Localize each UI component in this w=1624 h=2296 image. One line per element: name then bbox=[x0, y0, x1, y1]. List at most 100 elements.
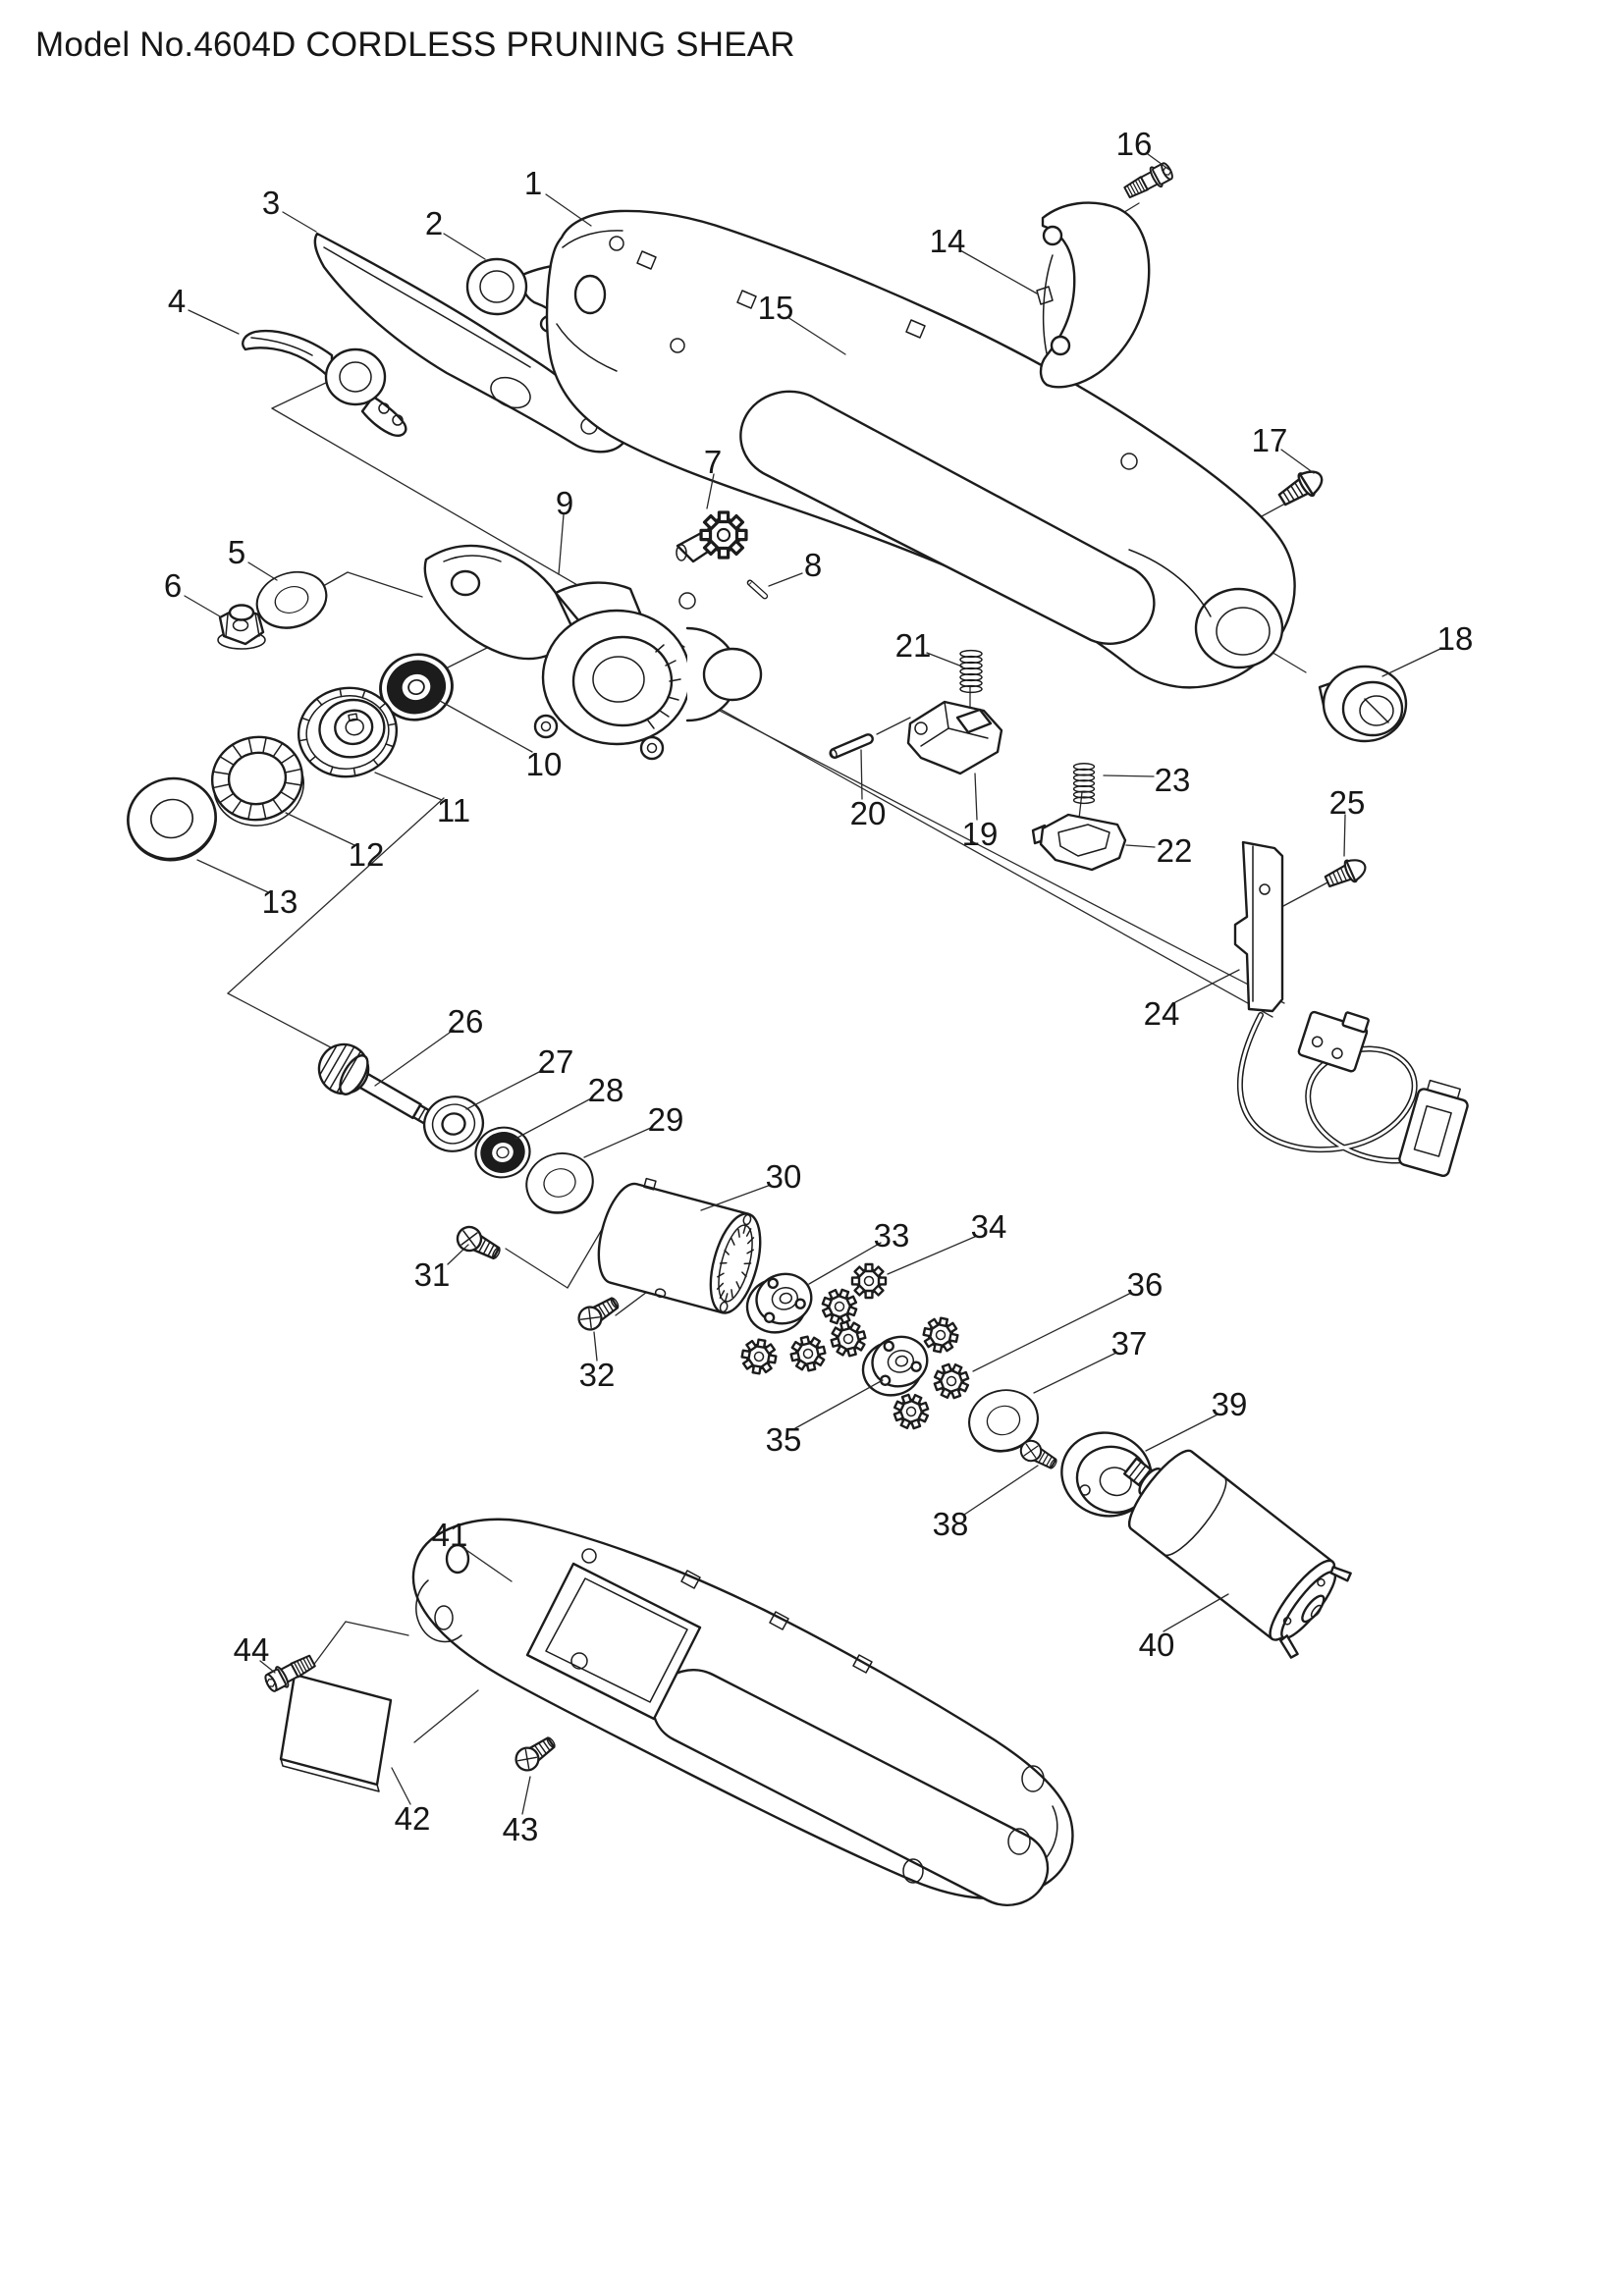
part-number-label: 28 bbox=[588, 1072, 624, 1108]
part-number-label: 12 bbox=[349, 836, 385, 873]
part-number-label: 4 bbox=[168, 283, 186, 319]
part-12-serrated-washer bbox=[210, 735, 304, 827]
part-number-label: 14 bbox=[930, 223, 966, 259]
part-number-label: 3 bbox=[262, 185, 280, 221]
part-number-label: 16 bbox=[1116, 126, 1153, 162]
leader-line bbox=[786, 316, 846, 355]
leader-line bbox=[1145, 1414, 1218, 1452]
part-number-label: 38 bbox=[933, 1506, 969, 1542]
leader-line bbox=[1381, 647, 1443, 677]
part-number-label: 29 bbox=[648, 1101, 684, 1138]
part-number-label: 30 bbox=[766, 1158, 802, 1195]
part-number-label: 37 bbox=[1111, 1325, 1148, 1362]
leader-line bbox=[876, 717, 911, 735]
part-number-label: 27 bbox=[538, 1043, 574, 1080]
part-number-label: 13 bbox=[262, 883, 298, 920]
part-29-flat-washer bbox=[518, 1145, 602, 1223]
part-number-label: 35 bbox=[766, 1421, 802, 1458]
leader-line bbox=[374, 772, 443, 801]
part-number-label: 36 bbox=[1127, 1266, 1164, 1303]
page-title: Model No.4604D CORDLESS PRUNING SHEAR bbox=[35, 26, 795, 64]
leader-line bbox=[285, 812, 355, 846]
leader-line bbox=[465, 1069, 544, 1110]
leader-line bbox=[1174, 969, 1240, 1003]
part-number-label: 8 bbox=[804, 547, 822, 583]
part-25-screw bbox=[1322, 853, 1371, 893]
part-number-label: 10 bbox=[526, 746, 563, 782]
leader-line bbox=[1343, 814, 1346, 857]
part-number-label: 18 bbox=[1437, 620, 1474, 657]
leader-line bbox=[1078, 791, 1083, 820]
part-13-flat-washer bbox=[119, 769, 226, 871]
leader-line bbox=[1280, 449, 1315, 474]
part-35-planet-carrier bbox=[855, 1329, 936, 1403]
leader-line bbox=[184, 595, 221, 617]
part-number-label: 31 bbox=[414, 1256, 451, 1293]
part-labels: 1234567891011121314151617181920212223242… bbox=[164, 126, 1474, 1847]
leader-line bbox=[808, 1242, 882, 1285]
leader-line bbox=[1147, 153, 1170, 171]
part-number-label: 39 bbox=[1212, 1386, 1248, 1422]
leader-line bbox=[282, 211, 317, 233]
leader-line bbox=[926, 652, 963, 667]
leader-line bbox=[374, 1029, 455, 1087]
part-number-label: 41 bbox=[432, 1517, 468, 1553]
leader-line bbox=[887, 1235, 978, 1275]
leader-line bbox=[1125, 844, 1156, 848]
leader-line bbox=[1163, 1593, 1229, 1632]
leader-line bbox=[974, 773, 978, 821]
leader-line bbox=[1282, 881, 1330, 907]
leader-line bbox=[860, 749, 863, 800]
part-40-motor bbox=[1123, 1449, 1352, 1659]
leader-line bbox=[391, 1767, 411, 1805]
leader-line bbox=[447, 1244, 469, 1265]
leader-line bbox=[247, 561, 278, 581]
leader-line bbox=[227, 992, 347, 1056]
part-number-label: 22 bbox=[1157, 832, 1193, 869]
part-31-screw bbox=[450, 1219, 507, 1267]
part-39-motor-bracket bbox=[1060, 1431, 1153, 1518]
part-16-bolt bbox=[1120, 158, 1176, 203]
part-18-change-knob bbox=[1318, 665, 1408, 743]
part-21-spring bbox=[959, 649, 983, 694]
part-number-label: 40 bbox=[1139, 1627, 1175, 1663]
leader-line bbox=[259, 1660, 276, 1674]
part-4-counter-blade bbox=[242, 330, 407, 437]
leader-line bbox=[963, 1465, 1039, 1516]
leader-line bbox=[706, 473, 715, 509]
leader-line bbox=[345, 1621, 409, 1636]
leader-line bbox=[558, 513, 565, 575]
part-32-screw bbox=[571, 1290, 624, 1337]
part-number-label: 15 bbox=[758, 290, 794, 326]
leader-line bbox=[462, 1547, 513, 1582]
part-23-spring bbox=[1072, 763, 1096, 805]
part-17-screw bbox=[1273, 463, 1329, 512]
part-6-flange-nut bbox=[217, 604, 266, 650]
part-number-label: 43 bbox=[503, 1811, 539, 1847]
part-20-pin bbox=[828, 731, 876, 761]
part-number-label: 44 bbox=[234, 1631, 270, 1668]
part-number-label: 23 bbox=[1155, 762, 1191, 798]
leader-line bbox=[505, 1248, 568, 1289]
part-number-label: 32 bbox=[579, 1357, 616, 1393]
part-number-label: 7 bbox=[704, 444, 722, 480]
part-number-label: 1 bbox=[524, 165, 542, 201]
part-number-label: 6 bbox=[164, 567, 182, 604]
part-number-label: 25 bbox=[1329, 784, 1366, 821]
part-30-gear-case-cylinder bbox=[597, 1177, 762, 1314]
leader-line bbox=[413, 1689, 479, 1743]
leader-line bbox=[1033, 1352, 1117, 1394]
part-number-label: 17 bbox=[1252, 422, 1288, 458]
part-19-switch-lever bbox=[906, 700, 1003, 775]
part-8-pin bbox=[745, 578, 770, 601]
part-24-lead-wire-unit bbox=[1233, 840, 1469, 1178]
leader-line bbox=[188, 309, 240, 335]
part-7-pinion-gear bbox=[676, 510, 748, 563]
leader-line bbox=[347, 571, 423, 598]
part-number-label: 19 bbox=[962, 816, 999, 852]
part-number-label: 34 bbox=[971, 1208, 1007, 1245]
leader-line bbox=[439, 700, 533, 753]
part-11-bevel-gear bbox=[297, 686, 399, 778]
